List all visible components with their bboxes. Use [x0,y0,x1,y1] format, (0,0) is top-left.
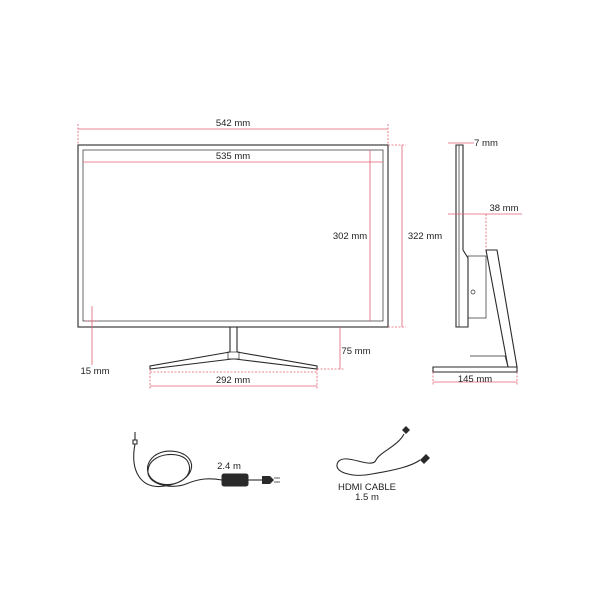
front-view [77,144,389,370]
bottom-bezel-label: 15 mm [80,366,109,377]
overall-height-label: 322 mm [408,231,442,242]
monitor-frame [77,144,389,328]
panel-depth-label: 7 mm [474,138,498,149]
stand-foot-joint [227,351,240,360]
side-dimensions: 7 mm 38 mm 145 mm [432,138,522,386]
side-view [432,144,518,373]
power-cable-icon [132,432,280,488]
front-dimensions: 542 mm 535 mm 302 mm 322 mm 75 mm 15 mm … [77,118,442,390]
power-plug [262,476,274,484]
base-depth-label: 145 mm [458,374,492,385]
hdmi-cable-length-label: 1.5 m [355,492,379,503]
hdmi-cable-icon [336,426,430,476]
side-base [432,366,518,373]
side-hinge [467,255,487,319]
screen-height-label: 302 mm [333,231,367,242]
stand-base [149,351,318,370]
hdmi-cable-label: HDMI CABLE [338,482,396,493]
overall-width-label: 542 mm [216,118,250,129]
side-stand-arm [485,249,518,368]
stand-depth-label: 38 mm [489,203,518,214]
screen-width-label: 535 mm [216,151,250,162]
side-panel [455,144,469,328]
monitor-screen [82,149,384,322]
stand-neck [229,327,238,352]
power-cable-length-label: 2.4 m [217,461,241,472]
base-height-label: 75 mm [341,346,370,357]
power-adapter-brick [221,473,249,487]
base-width-label: 292 mm [216,375,250,386]
